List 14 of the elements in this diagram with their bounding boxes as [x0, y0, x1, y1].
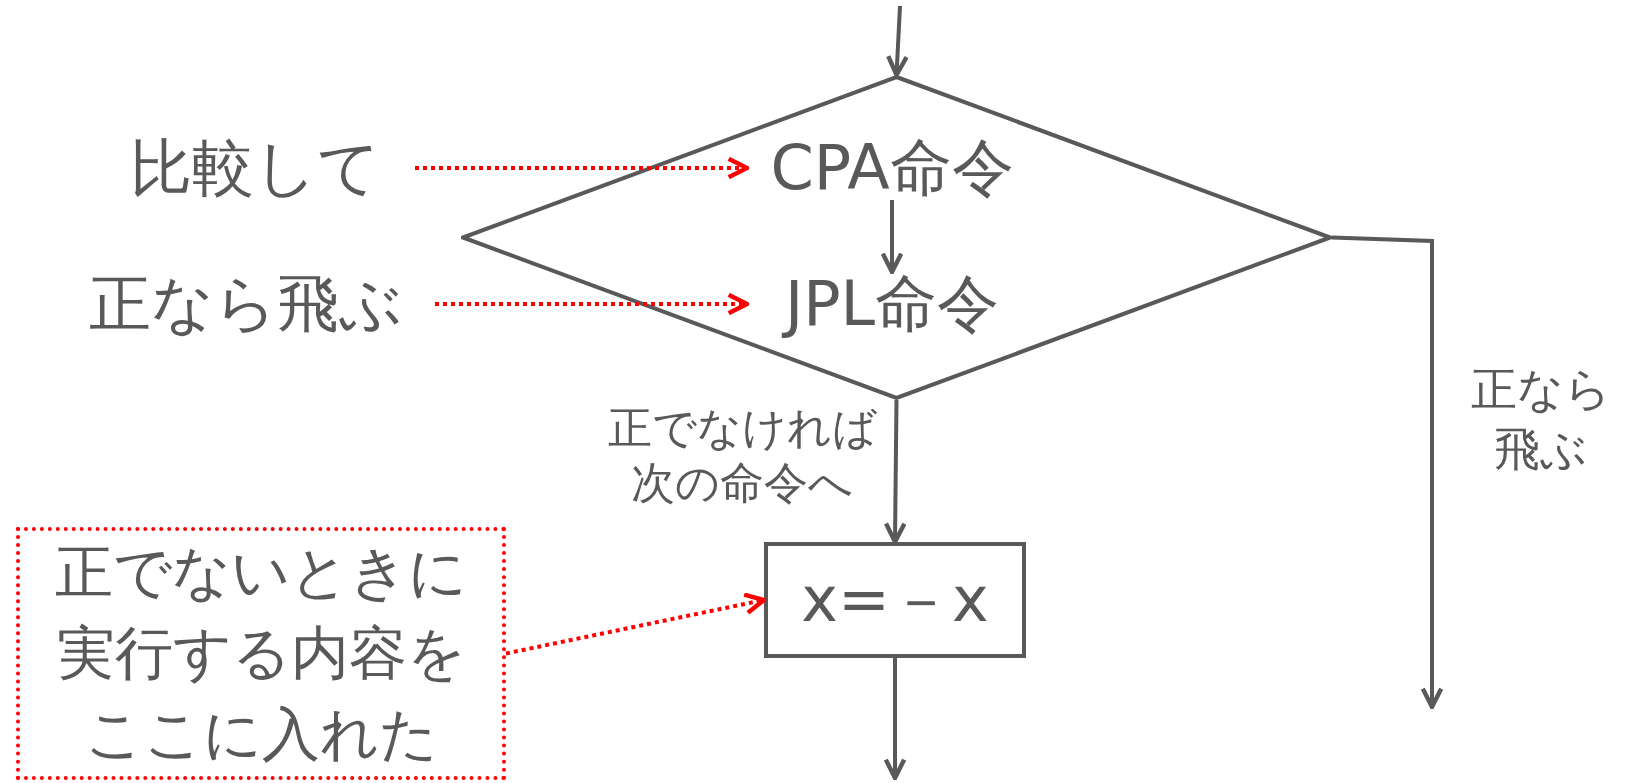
- instruction-text: CPA命令: [747, 136, 1037, 200]
- dotted-arrow: [415, 156, 750, 180]
- note-box: 正でないときに実行する内容をここに入れた: [16, 527, 506, 780]
- annotation-text: 比較して: [95, 136, 415, 200]
- diamond-shape: [461, 75, 1332, 400]
- arrow: [886, 5, 909, 78]
- dotted-arrow: [435, 292, 750, 316]
- arrow: [1331, 235, 1444, 710]
- arrow: [883, 658, 907, 781]
- arrow: [880, 200, 904, 275]
- process-box: x=－x: [764, 542, 1026, 658]
- annotation-text: 正なら飛ぶ: [55, 272, 435, 336]
- instruction-text: JPL命令: [747, 272, 1037, 336]
- arrow: [883, 399, 907, 545]
